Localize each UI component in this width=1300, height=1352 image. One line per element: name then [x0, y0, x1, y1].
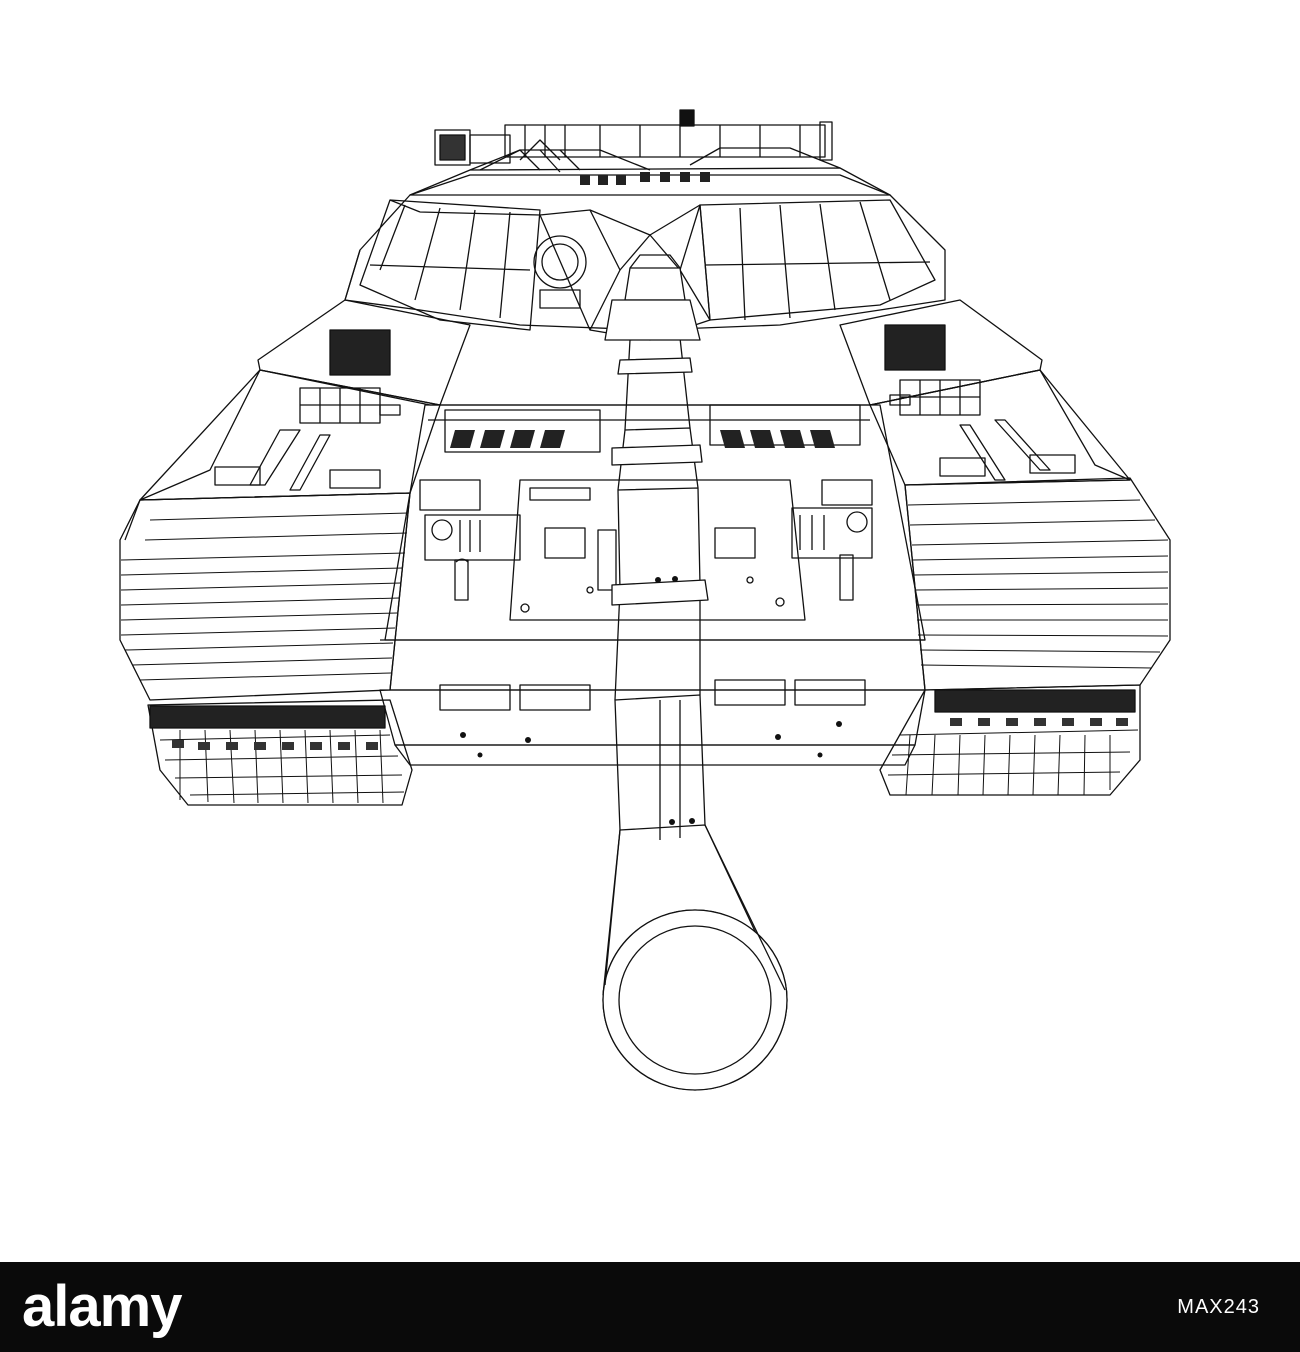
turret-top: [409, 109, 891, 196]
stock-footer: alamy MAX243: [0, 1262, 1300, 1352]
stock-logo: alamy: [22, 1274, 182, 1339]
gun-barrel: [602, 254, 788, 1091]
right-track: [879, 684, 1141, 796]
left-track: [147, 699, 413, 806]
tank-illustration: [119, 109, 1171, 1091]
turret: [344, 174, 946, 341]
right-deck: [839, 299, 1131, 486]
left-fender: [119, 492, 411, 701]
image-id-label: MAX243: [1177, 1295, 1260, 1318]
right-fender: [904, 477, 1171, 691]
left-deck: [139, 299, 471, 501]
hull: [139, 369, 1131, 766]
